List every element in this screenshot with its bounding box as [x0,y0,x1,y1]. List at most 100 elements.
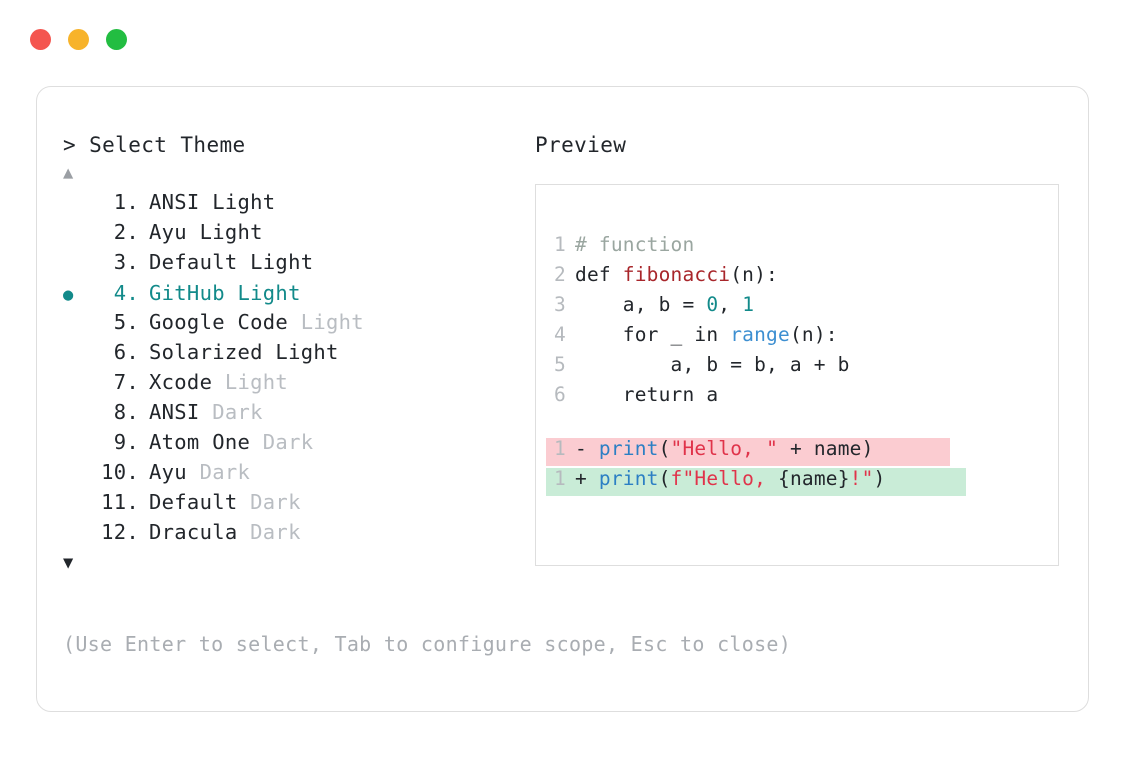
code-text: for _ in range(n): [566,323,838,346]
theme-list-item[interactable]: 8.ANSI Dark [63,400,533,430]
keyboard-hint-text: (Use Enter to select, Tab to configure s… [63,632,792,656]
line-number: 5 [554,353,566,376]
theme-list-item[interactable]: 2. Ayu Light [63,220,533,250]
close-button-icon[interactable] [30,29,51,50]
code-diff-line: 1- print("Hello, " + name) [546,437,1058,467]
code-diff-line: 1+ print(f"Hello, {name}!") [546,467,1058,497]
theme-item-variant: Dark [250,520,301,544]
code-token: + [575,467,599,490]
theme-item-name: Ayu Dark [149,460,251,484]
theme-item-variant: Light [237,281,301,305]
code-token: "Hello, " [670,437,779,460]
theme-item-variant: Dark [262,430,314,454]
theme-list-item[interactable]: 3.Default Light [63,250,533,280]
code-diff-sample: 1- print("Hello, " + name)1+ print(f"Hel… [546,437,1058,497]
code-token: + name) [778,437,874,460]
select-theme-prompt: > Select Theme [63,133,246,157]
code-text: a, b = b, a + b [566,353,850,376]
code-text: # function [566,233,694,256]
code-text: a, b = 0, 1 [566,293,754,316]
theme-item-name: Solarized Light [149,340,339,364]
theme-item-variant: Light [275,340,339,364]
code-token: range [730,323,790,346]
theme-selector-panel: > Select Theme ▲ 1. ANSI Light 2. Ayu Light… [36,86,1089,712]
theme-item-variant: Light [199,220,263,244]
code-token: ( [658,437,671,460]
theme-list-item[interactable]: ●4.GitHub Light [63,280,533,310]
theme-list-item[interactable]: 12.Dracula Dark [63,520,533,550]
scroll-up-arrow-icon[interactable]: ▲ [63,163,74,183]
theme-item-name: Ayu Light [149,220,263,244]
theme-list-item[interactable]: 9.Atom One Dark [63,430,533,460]
theme-item-variant: Dark [199,460,251,484]
theme-item-name: ANSI Dark [149,400,263,424]
maximize-button-icon[interactable] [106,29,127,50]
code-text: - print("Hello, " + name) [566,437,874,460]
code-token: return a [575,383,719,406]
code-token: print [598,437,659,460]
theme-selector-column: > Select Theme ▲ 1. ANSI Light 2. Ayu Light… [63,132,533,574]
line-number: 1 [554,467,566,490]
theme-item-variant: Dark [250,490,301,514]
code-token: def [575,263,623,286]
theme-list-item[interactable]: 7. Xcode Light [63,370,533,400]
code-text: return a [566,383,718,406]
theme-item-variant: Light [212,190,276,214]
theme-item-name: GitHub Light [149,281,301,305]
theme-item-name: Xcode Light [149,370,289,394]
code-token: ) [873,467,886,490]
theme-list-item[interactable]: 1. ANSI Light [63,190,533,220]
code-token: a, b = [575,293,707,316]
theme-item-index: 5. [113,310,139,334]
code-token: print [598,467,659,490]
theme-item-index: 1. [113,190,139,214]
code-token: , [718,293,743,316]
code-token: for _ in [575,323,731,346]
line-number: 2 [554,263,566,286]
diff-highlight [546,438,950,466]
theme-item-index: 4. [113,281,139,305]
theme-item-index: 10. [101,460,139,484]
theme-item-name: Dracula Dark [149,520,301,544]
diff-highlight [546,468,966,496]
code-token: - [575,437,599,460]
theme-item-variant: Light [250,250,314,274]
code-line: 1# function [546,233,1058,263]
scroll-down-arrow-icon[interactable]: ▼ [63,553,74,573]
theme-list-item[interactable]: 5.Google Code Light [63,310,533,340]
theme-item-index: 7. [113,370,139,394]
code-line: 3 a, b = 0, 1 [546,293,1058,323]
code-text: def fibonacci(n): [566,263,778,286]
code-line: 4 for _ in range(n): [546,323,1058,353]
code-token: # function [575,233,695,256]
theme-list-item[interactable]: 11.Default Dark [63,490,533,520]
line-number: 6 [554,383,566,406]
minimize-button-icon[interactable] [68,29,89,50]
code-token: ( [658,467,671,490]
window-titlebar [30,29,127,50]
theme-item-index: 2. [113,220,139,244]
code-token: a, b = b, a + b [575,353,850,376]
theme-item-name: ANSI Light [149,190,276,214]
theme-item-name: Atom One Dark [149,430,314,454]
line-number: 1 [554,437,566,460]
code-token: fibonacci [622,263,731,286]
code-token: (n): [730,263,778,286]
line-number: 3 [554,293,566,316]
theme-item-name: Default Light [149,250,314,274]
theme-list-item[interactable]: 6. Solarized Light [63,340,533,370]
code-line: 6 return a [546,383,1058,413]
theme-item-name: Default Dark [149,490,301,514]
theme-item-variant: Dark [212,400,263,424]
theme-item-index: 6. [113,340,139,364]
code-token: !" [849,467,874,490]
theme-list-item[interactable]: 10. Ayu Dark [63,460,533,490]
theme-item-variant: Light [300,310,364,334]
code-token: {name} [778,467,850,490]
code-token: 0 [706,293,719,316]
theme-item-variant: Light [224,370,289,394]
